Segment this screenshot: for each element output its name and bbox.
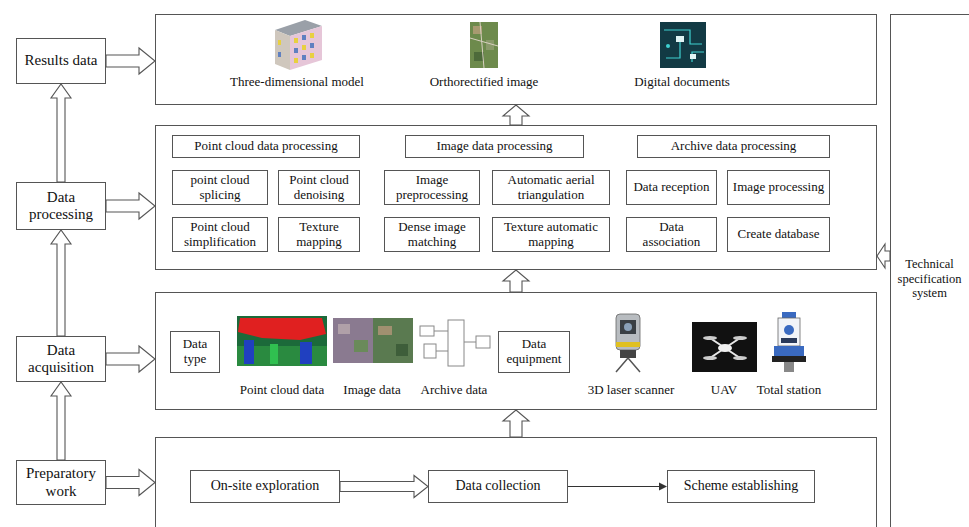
hollow-arrow <box>106 470 155 496</box>
box-text: Image processing <box>733 180 824 195</box>
box-text: Create database <box>738 227 820 242</box>
process-box: Data reception <box>626 170 717 205</box>
digital-documents-picture <box>660 22 706 68</box>
hollow-arrow <box>106 346 155 372</box>
arrow-head <box>659 483 667 491</box>
hollow-arrow <box>51 84 71 182</box>
box-text: Point cloud denoising <box>282 173 356 203</box>
box-text: Scheme establishing <box>684 478 799 494</box>
box-text: Archive data processing <box>671 139 797 154</box>
box-text: Data collection <box>455 478 540 494</box>
results-panel: Three-dimensional model Orthorectified im… <box>155 14 877 105</box>
archive-flow-picture <box>420 320 490 366</box>
box-text: Texture automatic mapping <box>496 220 606 250</box>
box-text: Data equipment <box>502 337 566 367</box>
box-text: Data reception <box>633 180 709 195</box>
box-text: Preparatory work <box>20 465 102 500</box>
stage-box: Data processing <box>16 182 106 230</box>
category-box: Data equipment <box>498 331 570 373</box>
box-text: Dense image matching <box>388 220 476 250</box>
group-header: Archive data processing <box>637 135 830 158</box>
process-box: Dense image matching <box>384 217 480 252</box>
box-text: Texture mapping <box>282 220 356 250</box>
box-text: Data association <box>630 220 713 250</box>
process-box: Create database <box>727 217 830 252</box>
caption-text: Three-dimensional model <box>230 75 364 90</box>
process-box: point cloud splicing <box>172 170 268 205</box>
hollow-arrow <box>503 410 529 437</box>
process-box: Automatic aerial triangulation <box>492 170 610 205</box>
box-text: Point cloud data processing <box>194 139 337 154</box>
uav-picture <box>692 322 757 372</box>
hollow-arrow <box>503 105 529 125</box>
caption-text: Archive data <box>421 383 488 398</box>
arrow-shaft <box>568 486 659 487</box>
process-box: Point cloud denoising <box>278 170 360 205</box>
orthophoto-picture <box>470 22 498 68</box>
box-text: On-site exploration <box>211 478 319 494</box>
hollow-arrow <box>106 48 155 74</box>
box-text: Data processing <box>20 189 102 224</box>
hollow-arrow <box>51 230 71 336</box>
arrow-line <box>568 483 667 491</box>
building-picture <box>275 20 322 70</box>
process-box: Image processing <box>727 170 830 205</box>
box-text: Data acquisition <box>20 342 102 377</box>
acquisition-panel: Point cloud data Image data Archive data 3D… <box>155 292 877 410</box>
point-cloud-picture <box>237 316 327 366</box>
step-box: Data collection <box>428 470 568 503</box>
group-header: Image data processing <box>405 135 584 158</box>
processing-panel: Point cloud data processing Image data pr… <box>155 125 877 270</box>
caption-text: UAV <box>711 383 738 398</box>
stage-box: Data acquisition <box>16 336 106 382</box>
caption-text: Point cloud data <box>240 383 325 398</box>
hollow-arrow <box>51 382 71 460</box>
process-box: Texture automatic mapping <box>492 217 610 252</box>
caption-text: Digital documents <box>634 75 730 90</box>
total-station-picture <box>772 312 806 372</box>
hollow-arrow <box>106 193 155 219</box>
hollow-arrow <box>340 476 428 498</box>
stage-box: Results data <box>16 38 106 84</box>
step-box: On-site exploration <box>190 470 340 503</box>
box-text: Point cloud simplification <box>176 220 264 250</box>
caption-text: Total station <box>757 383 821 398</box>
stage-box: Preparatory work <box>16 460 106 505</box>
process-box: Point cloud simplification <box>172 217 268 252</box>
box-text: Technical specification system <box>893 257 966 300</box>
box-text: Automatic aerial triangulation <box>496 173 606 203</box>
box-text: point cloud splicing <box>176 173 264 203</box>
hollow-arrow <box>503 270 529 292</box>
box-text: Results data <box>25 52 98 69</box>
caption-text: Image data <box>343 383 400 398</box>
category-box: Data type <box>170 331 220 373</box>
group-header: Point cloud data processing <box>172 135 360 158</box>
process-box: Texture mapping <box>278 217 360 252</box>
box-text: Data type <box>174 337 216 367</box>
process-box: Data association <box>626 217 717 252</box>
step-box: Scheme establishing <box>667 470 815 503</box>
hollow-arrow <box>877 244 890 268</box>
caption-text: 3D laser scanner <box>588 383 675 398</box>
process-box: Image preprocessing <box>384 170 480 205</box>
box-text: Image preprocessing <box>388 173 476 203</box>
box-text: Image data processing <box>436 139 552 154</box>
preparation-panel: On-site exploration Data collection Scheme… <box>155 437 877 527</box>
side-panel: Technical specification system <box>890 14 969 527</box>
laser-scanner-picture <box>616 314 640 372</box>
caption-text: Orthorectified image <box>430 75 539 90</box>
aerial-image-picture <box>333 318 413 363</box>
